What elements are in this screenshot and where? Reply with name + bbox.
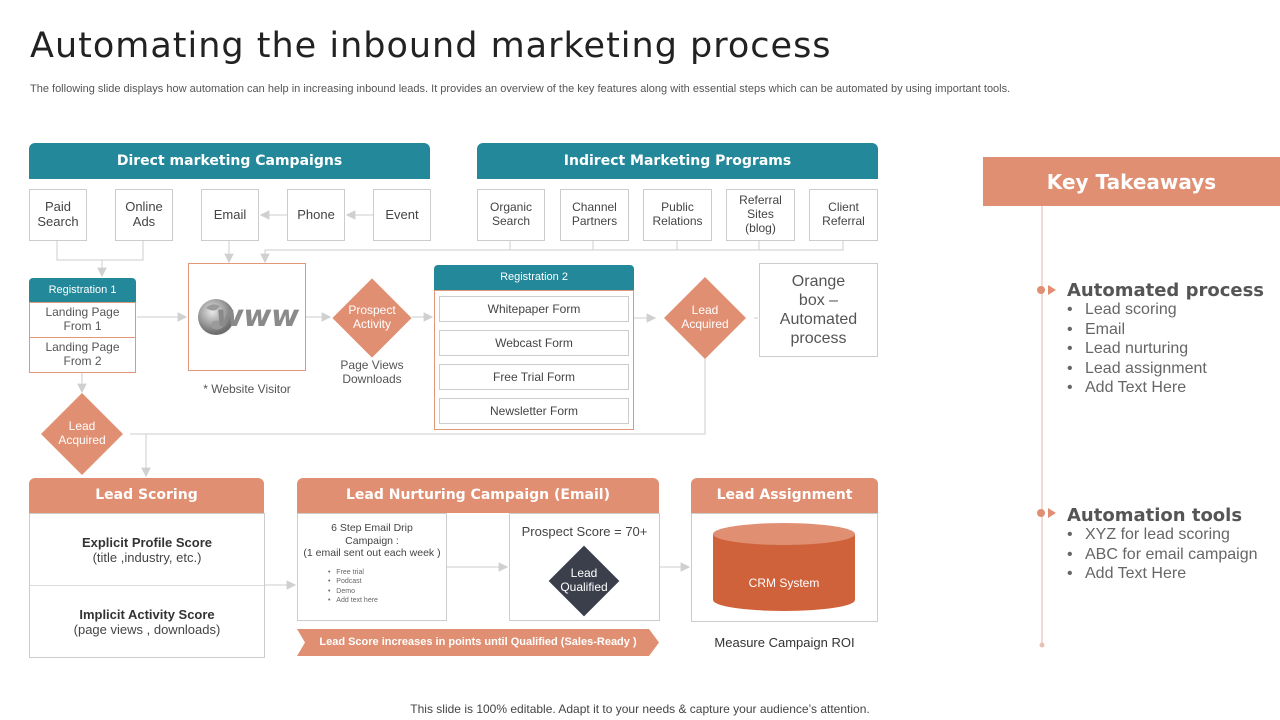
indirect-item-public-relations: Public Relations (643, 189, 712, 241)
implicit-score-block: Implicit Activity Score (page views , do… (30, 586, 264, 657)
registration-2-header: Registration 2 (434, 265, 634, 290)
explicit-score-title: Explicit Profile Score (81, 534, 213, 550)
takeaway-item: Add Text Here (1067, 564, 1258, 584)
crm-database-icon: CRM System (713, 522, 855, 612)
crm-system-label: CRM System (748, 576, 820, 590)
website-image: www (188, 263, 306, 371)
implicit-score-title: Implicit Activity Score (79, 606, 215, 622)
banner-arrow-shape (297, 629, 659, 656)
measure-roi-caption: Measure Campaign ROI (714, 635, 855, 650)
registration-1-panel: Landing Page From 1 Landing Page From 2 (29, 302, 136, 373)
footer-note: This slide is 100% editable. Adapt it to… (410, 702, 870, 716)
prospect-activity-label: Prospect Activity (348, 303, 396, 331)
direct-item-online-ads: Online Ads (115, 189, 173, 241)
lead-acquired-left-label: Lead Acquired (58, 419, 106, 447)
landing-page-form-2: Landing Page From 2 (45, 340, 120, 368)
explicit-score-subtitle: (title ,industry, etc.) (92, 549, 202, 565)
takeaway-item: Email (1067, 320, 1207, 340)
takeaway-item: XYZ for lead scoring (1067, 525, 1258, 545)
direct-campaigns-header: Direct marketing Campaigns (29, 143, 430, 179)
takeaway-item: ABC for email campaign (1067, 545, 1258, 565)
lead-qualified-diamond: Lead Qualified (541, 545, 627, 617)
takeaway-item: Add Text Here (1067, 378, 1207, 398)
takeaway-item: Lead nurturing (1067, 339, 1207, 359)
lead-nurturing-header: Lead Nurturing Campaign (Email) (297, 478, 659, 513)
free-trial-form: Free Trial Form (439, 364, 629, 390)
website-visitor-caption: * Website Visitor (203, 382, 291, 396)
lead-assignment-header: Lead Assignment (691, 478, 878, 513)
lead-score-banner-text: Lead Score increases in points until Qua… (319, 636, 637, 648)
landing-page-form-1: Landing Page From 1 (30, 303, 135, 338)
lead-qualified-label: Lead Qualified (560, 566, 608, 594)
drip-campaign-panel: 6 Step Email Drip Campaign : (1 email se… (297, 513, 447, 621)
indirect-item-organic-search: Organic Search (477, 189, 545, 241)
lead-acquired-diamond: Lead Acquired (656, 276, 754, 360)
drip-campaign-title: 6 Step Email Drip Campaign : (1 email se… (303, 522, 441, 560)
key-takeaways-header: Key Takeaways (983, 157, 1280, 206)
indirect-programs-header: Indirect Marketing Programs (477, 143, 878, 179)
drip-campaign-list: • Free trial • Podcast • Demo • Add text… (328, 568, 446, 606)
drip-item: • Add text here (328, 597, 378, 605)
registration-1-header: Registration 1 (29, 278, 136, 302)
drip-item: • Free trial (328, 568, 364, 576)
takeaway-item: Lead assignment (1067, 359, 1207, 379)
automation-tools-list: XYZ for lead scoring ABC for email campa… (1067, 525, 1258, 584)
prospect-activity-diamond: Prospect Activity (332, 278, 412, 358)
indirect-item-client-referral: Client Referral (809, 189, 878, 241)
lead-acquired-diamond-left: Lead Acquired (33, 392, 131, 476)
newsletter-form: Newsletter Form (439, 398, 629, 424)
takeaway-bullet-icon (1036, 283, 1058, 301)
automated-process-list: Lead scoring Email Lead nurturing Lead a… (1067, 300, 1207, 398)
page-subtitle: The following slide displays how automat… (30, 83, 1011, 95)
automated-process-heading: Automated process (1067, 280, 1265, 301)
takeaway-bullet-icon (1036, 506, 1058, 524)
webcast-form: Webcast Form (439, 330, 629, 356)
direct-item-phone: Phone (287, 189, 345, 241)
lead-scoring-panel: Explicit Profile Score (title ,industry,… (29, 513, 265, 658)
drip-item: • Podcast (328, 578, 362, 586)
indirect-item-referral-sites: Referral Sites (blog) (726, 189, 795, 241)
direct-item-paid-search: Paid Search (29, 189, 87, 241)
prospect-activity-caption: Page Views Downloads (340, 358, 404, 386)
direct-item-event: Event (373, 189, 431, 241)
takeaway-item: Lead scoring (1067, 300, 1207, 320)
whitepaper-form: Whitepaper Form (439, 296, 629, 322)
page-title: Automating the inbound marketing process (30, 26, 832, 66)
drip-item: • Demo (328, 587, 355, 595)
automation-tools-heading: Automation tools (1067, 505, 1243, 526)
www-logo-text: www (213, 299, 302, 334)
indirect-item-channel-partners: Channel Partners (560, 189, 629, 241)
lead-scoring-header: Lead Scoring (29, 478, 264, 513)
lead-acquired-label: Lead Acquired (681, 303, 729, 331)
prospect-score-label: Prospect Score = 70+ (521, 524, 648, 539)
explicit-score-block: Explicit Profile Score (title ,industry,… (30, 514, 264, 586)
implicit-score-subtitle: (page views , downloads) (73, 621, 221, 637)
direct-item-email: Email (201, 189, 259, 241)
lead-score-banner: Lead Score increases in points until Qua… (297, 629, 659, 656)
globe-www-icon: www (198, 299, 302, 335)
orange-box-note: Orange box – Automated process (759, 263, 878, 357)
